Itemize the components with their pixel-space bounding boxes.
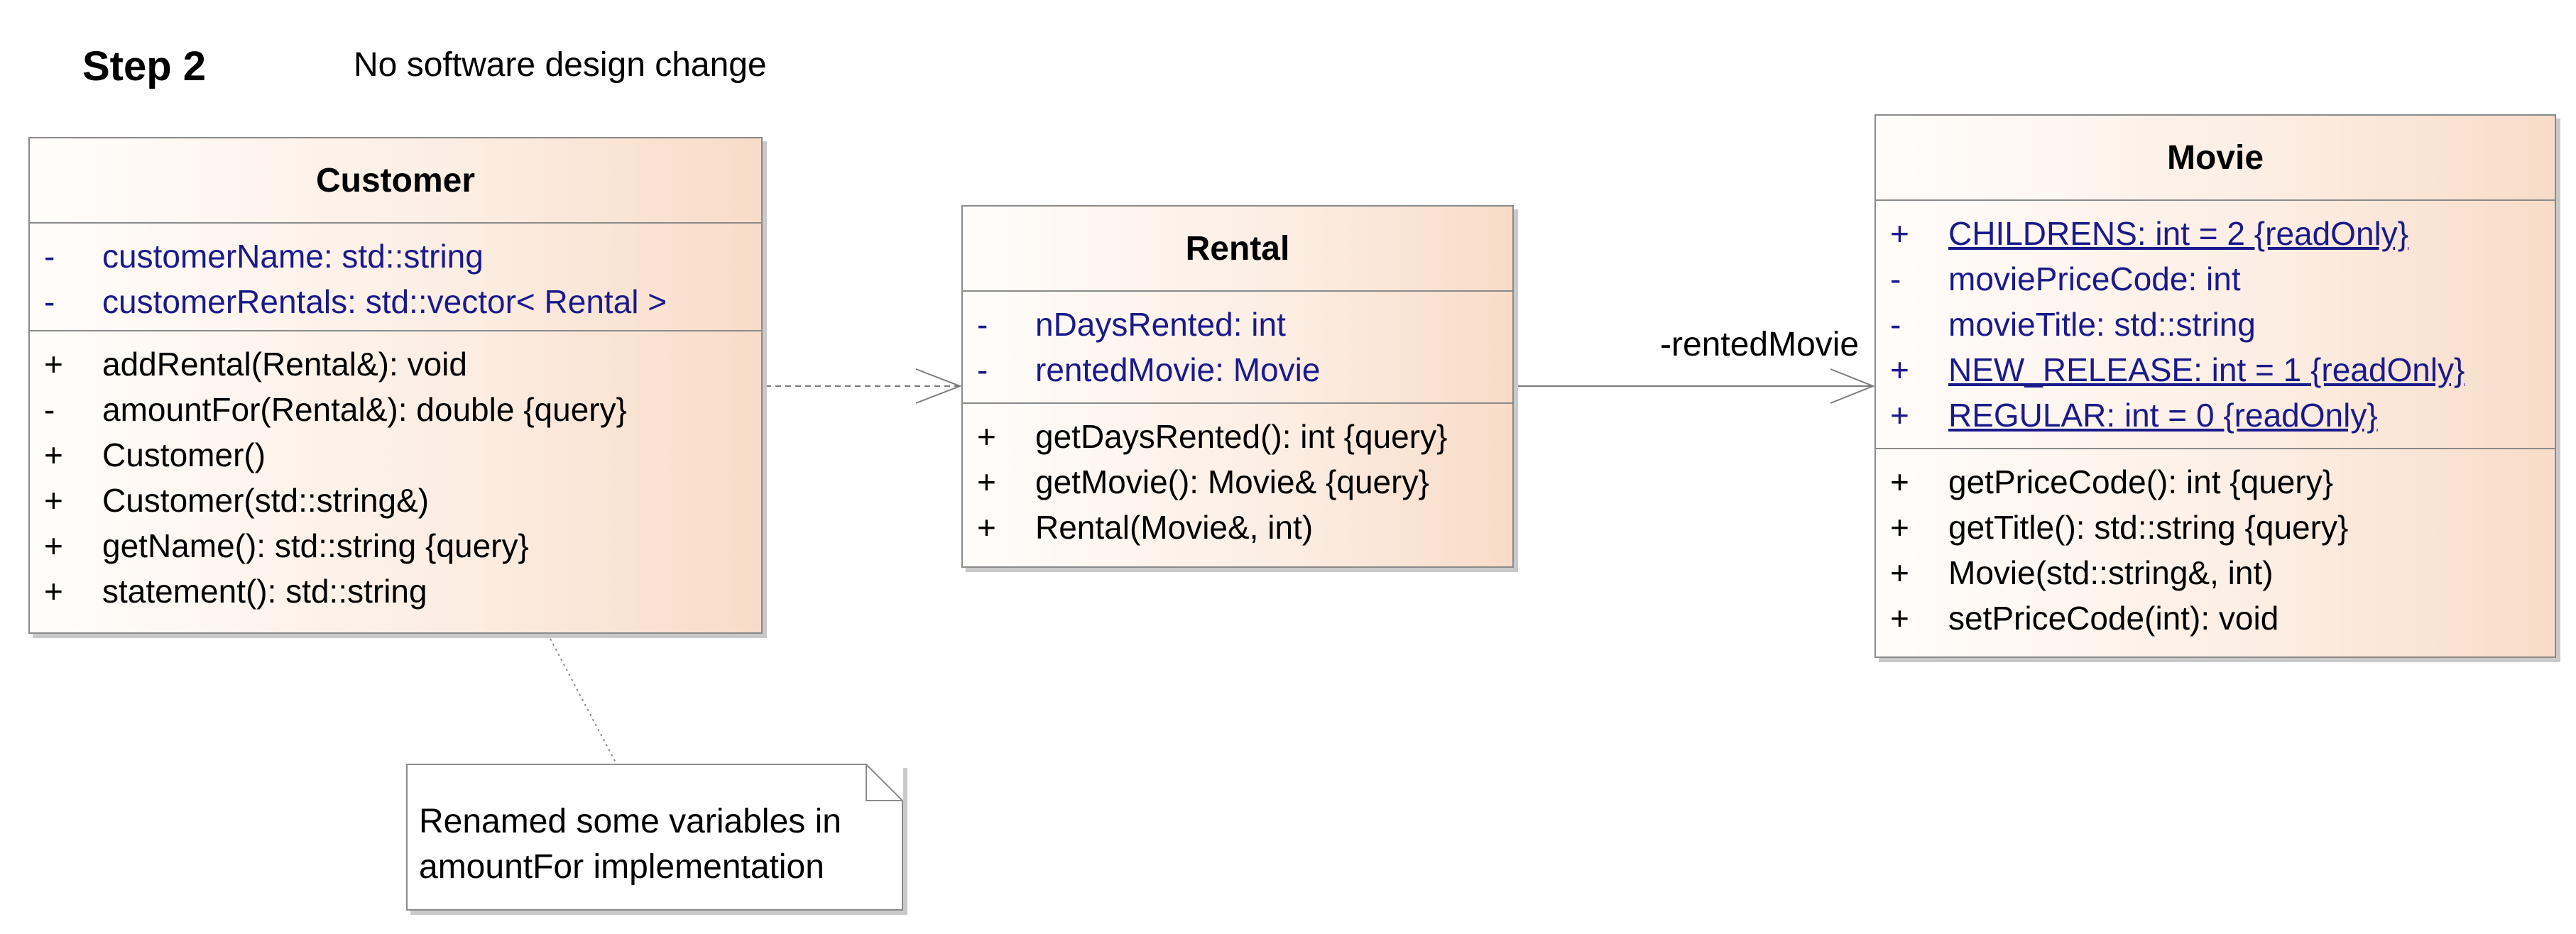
visibility-marker: + — [1890, 600, 1909, 637]
attribute-signature: movieTitle: std::string — [1948, 306, 2256, 343]
operation-signature: addRental(Rental&): void — [102, 346, 467, 383]
operation-row[interactable]: + getName(): std::string {query} — [30, 523, 761, 568]
class-customer[interactable]: Customer - customerName: std::string - c… — [28, 137, 763, 634]
attribute-signature: NEW_RELEASE: int = 1 {readOnly} — [1948, 351, 2465, 388]
attribute-row[interactable]: - moviePriceCode: int — [1876, 256, 2555, 302]
attribute-row[interactable]: + NEW_RELEASE: int = 1 {readOnly} — [1876, 347, 2555, 392]
attribute-row[interactable]: - customerName: std::string — [30, 234, 761, 279]
attribute-row[interactable]: + REGULAR: int = 0 {readOnly} — [1876, 392, 2555, 438]
note-anchor-line — [550, 638, 617, 764]
operations-compartment: + getDaysRented(): int {query} + getMovi… — [963, 404, 1512, 556]
operation-row[interactable]: + getDaysRented(): int {query} — [963, 414, 1512, 459]
attribute-signature: customerName: std::string — [102, 238, 484, 275]
note[interactable]: Renamed some variables in amountFor impl… — [406, 764, 903, 911]
operation-signature: Movie(std::string&, int) — [1948, 554, 2274, 591]
class-name: Rental — [963, 207, 1512, 292]
class-movie[interactable]: Movie + CHILDRENS: int = 2 {readOnly} - … — [1874, 114, 2556, 658]
visibility-marker: + — [1890, 463, 1909, 500]
operation-row[interactable]: + getPriceCode(): int {query} — [1876, 459, 2555, 505]
operation-row[interactable]: + getTitle(): std::string {query} — [1876, 505, 2555, 550]
visibility-marker: - — [44, 391, 55, 428]
operation-signature: Customer(std::string&) — [102, 482, 430, 519]
attribute-signature: rentedMovie: Movie — [1035, 351, 1321, 388]
association-role-label: -rentedMovie — [1660, 326, 1860, 363]
attribute-row[interactable]: - nDaysRented: int — [963, 302, 1512, 347]
visibility-marker: + — [977, 418, 996, 455]
operation-signature: getDaysRented(): int {query} — [1035, 418, 1448, 455]
operation-row[interactable]: + Customer(std::string&) — [30, 478, 761, 523]
operation-row[interactable]: + Rental(Movie&, int) — [963, 505, 1512, 550]
attribute-row[interactable]: - rentedMovie: Movie — [963, 347, 1512, 392]
attributes-compartment: - nDaysRented: int - rentedMovie: Movie — [963, 292, 1512, 404]
attribute-signature: customerRentals: std::vector< Rental > — [102, 283, 667, 320]
class-rental[interactable]: Rental - nDaysRented: int - rentedMovie:… — [961, 205, 1514, 568]
operation-signature: amountFor(Rental&): double {query} — [102, 391, 627, 428]
attribute-signature: moviePriceCode: int — [1948, 260, 2241, 297]
operation-row[interactable]: - amountFor(Rental&): double {query} — [30, 387, 761, 432]
attribute-row[interactable]: - customerRentals: std::vector< Rental > — [30, 279, 761, 324]
visibility-marker: + — [1890, 509, 1909, 546]
operation-signature: getTitle(): std::string {query} — [1948, 509, 2349, 546]
operation-signature: Rental(Movie&, int) — [1035, 509, 1314, 546]
attribute-signature: nDaysRented: int — [1035, 306, 1286, 343]
attribute-row[interactable]: - movieTitle: std::string — [1876, 302, 2555, 347]
dependency-arrowhead — [915, 368, 962, 404]
operation-signature: setPriceCode(int): void — [1948, 600, 2279, 637]
operation-signature: statement(): std::string — [102, 573, 427, 610]
note-line: Renamed some variables in — [419, 803, 841, 840]
operation-row[interactable]: + setPriceCode(int): void — [1876, 595, 2555, 641]
visibility-marker: + — [44, 346, 63, 383]
visibility-marker: + — [44, 573, 63, 610]
visibility-marker: - — [44, 238, 55, 275]
association-arrowhead — [1830, 368, 1875, 404]
operations-compartment: + getPriceCode(): int {query} + getTitle… — [1876, 449, 2555, 647]
attribute-signature: CHILDRENS: int = 2 {readOnly} — [1948, 215, 2409, 252]
operation-row[interactable]: + Movie(std::string&, int) — [1876, 550, 2555, 595]
operation-signature: getPriceCode(): int {query} — [1948, 463, 2334, 500]
note-outline — [406, 764, 903, 911]
visibility-marker: - — [977, 351, 988, 388]
step-description: No software design change — [354, 46, 767, 84]
visibility-marker: + — [44, 527, 63, 564]
attributes-compartment: - customerName: std::string - customerRe… — [30, 224, 761, 331]
step-title: Step 2 — [82, 43, 207, 89]
visibility-marker: + — [1890, 397, 1909, 434]
class-name: Movie — [1876, 116, 2555, 201]
operations-compartment: + addRental(Rental&): void - amountFor(R… — [30, 331, 761, 620]
visibility-marker: + — [1890, 215, 1909, 252]
operation-row[interactable]: + getMovie(): Movie& {query} — [963, 459, 1512, 505]
visibility-marker: + — [977, 463, 996, 500]
attribute-row[interactable]: + CHILDRENS: int = 2 {readOnly} — [1876, 211, 2555, 256]
operation-signature: Customer() — [102, 436, 266, 473]
visibility-marker: - — [1890, 260, 1901, 297]
visibility-marker: + — [44, 482, 63, 519]
visibility-marker: + — [977, 509, 996, 546]
attribute-signature: REGULAR: int = 0 {readOnly} — [1948, 397, 2378, 434]
operation-signature: getMovie(): Movie& {query} — [1035, 463, 1429, 500]
visibility-marker: + — [1890, 554, 1909, 591]
operation-row[interactable]: + Customer() — [30, 432, 761, 478]
operation-signature: getName(): std::string {query} — [102, 527, 529, 564]
operation-row[interactable]: + addRental(Rental&): void — [30, 341, 761, 387]
attributes-compartment: + CHILDRENS: int = 2 {readOnly} - movieP… — [1876, 201, 2555, 449]
visibility-marker: - — [44, 283, 55, 320]
operation-row[interactable]: + statement(): std::string — [30, 568, 761, 614]
note-text: Renamed some variables in amountFor impl… — [419, 799, 841, 890]
note-line: amountFor implementation — [419, 848, 824, 886]
visibility-marker: - — [977, 306, 988, 343]
visibility-marker: + — [1890, 351, 1909, 388]
visibility-marker: + — [44, 436, 63, 473]
class-name: Customer — [30, 138, 761, 224]
visibility-marker: - — [1890, 306, 1901, 343]
